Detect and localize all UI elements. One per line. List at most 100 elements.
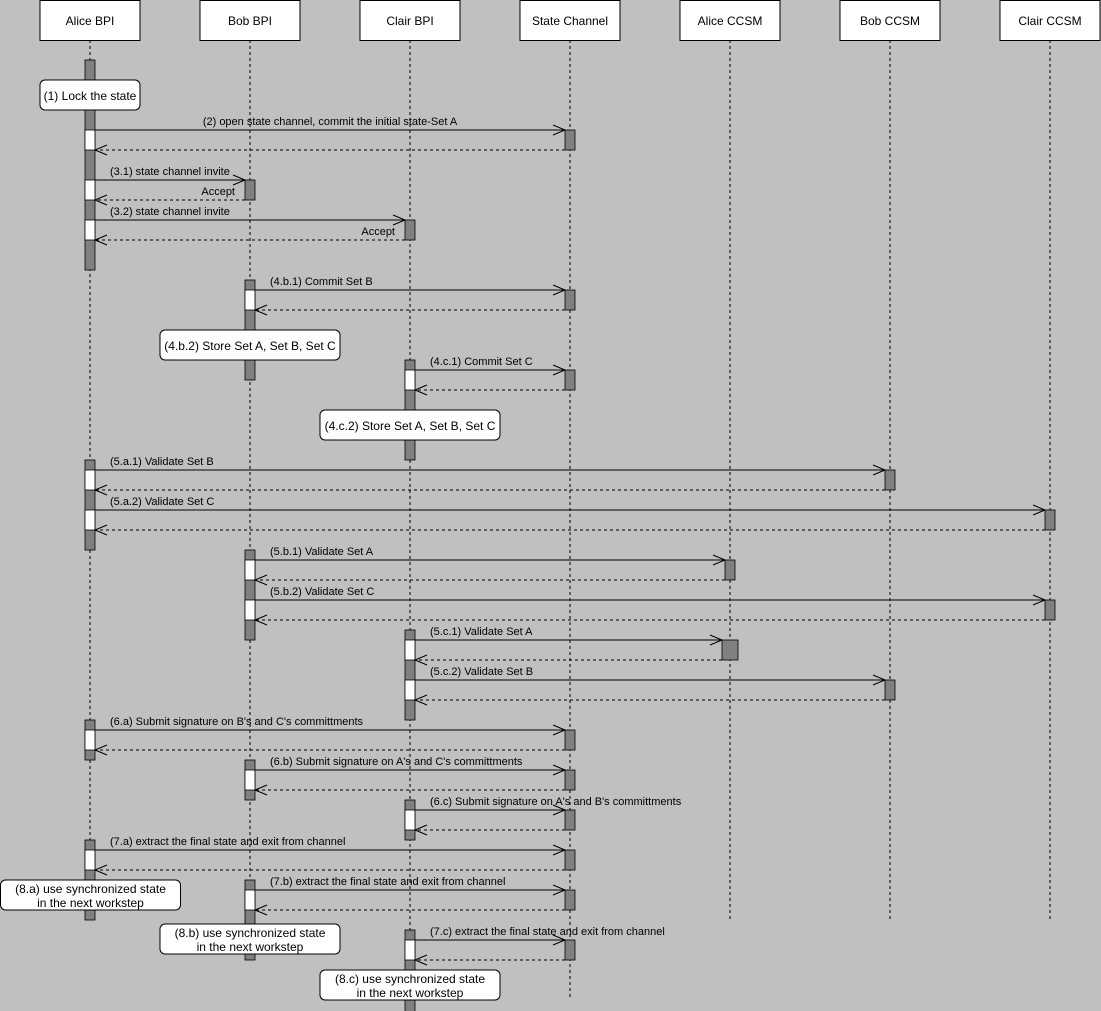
return-label: Accept xyxy=(361,226,395,238)
message: (2) open state channel, commit the initi… xyxy=(93,116,576,156)
message: (5.a.2) Validate Set C xyxy=(93,496,1056,536)
target-activation-bar xyxy=(564,809,576,831)
participant-box xyxy=(199,0,301,41)
note: (1) Lock the state xyxy=(39,79,141,111)
participant-label: Alice BPI xyxy=(66,14,115,28)
message-label: (5.c.2) Validate Set B xyxy=(430,666,533,678)
target-activation-bar xyxy=(721,639,739,661)
note-box xyxy=(39,79,141,111)
activation-bar-segment xyxy=(84,849,96,871)
activation-bar-segment xyxy=(404,639,416,661)
participant-box xyxy=(359,0,461,41)
target-activation-bar xyxy=(1044,509,1056,531)
message: (5.c.2) Validate Set B xyxy=(413,666,896,706)
note-box xyxy=(319,409,501,441)
target-activation-bar xyxy=(564,369,576,391)
message-label: (7.a) extract the final state and exit f… xyxy=(110,836,345,848)
participant-box xyxy=(679,0,781,41)
return-label: Accept xyxy=(201,186,235,198)
message-label: (5.c.1) Validate Set A xyxy=(430,626,533,638)
target-activation-bar xyxy=(404,219,416,241)
arrowhead-icon xyxy=(1032,504,1047,516)
target-activation-bar xyxy=(564,289,576,311)
note-text: in the next workstep xyxy=(197,940,304,954)
activation-bar-segment xyxy=(404,679,416,701)
return-arrowhead-icon xyxy=(413,824,428,836)
message-label: (7.c) extract the final state and exit f… xyxy=(430,926,665,938)
activation-bar xyxy=(244,879,256,961)
message-label: (5.a.2) Validate Set C xyxy=(110,496,214,508)
target-activation-bar xyxy=(884,679,896,701)
activation-bar-segment xyxy=(84,729,96,751)
participant-label: State Channel xyxy=(532,14,608,28)
message-label: (7.b) extract the final state and exit f… xyxy=(270,876,505,888)
participant-label: Bob CCSM xyxy=(860,14,920,28)
activation-bar-segment xyxy=(84,129,96,151)
return-arrowhead-icon xyxy=(253,574,268,586)
arrowhead-icon xyxy=(392,214,407,226)
note-box xyxy=(159,923,341,955)
arrowhead-icon xyxy=(552,804,567,816)
return-arrowhead-icon xyxy=(253,904,268,916)
participant-label: Alice CCSM xyxy=(698,14,763,28)
activation-bar-segment xyxy=(244,889,256,911)
target-activation-bar xyxy=(244,179,256,201)
note-text: (4.b.2) Store Set A, Set B, Set C xyxy=(164,339,336,353)
arrowhead-icon xyxy=(1032,594,1047,606)
target-activation-bar xyxy=(564,729,576,751)
return-arrowhead-icon xyxy=(253,304,268,316)
activation-bar-segment xyxy=(404,369,416,391)
activation-bar-segment xyxy=(244,559,256,581)
message-label: (6.a) Submit signature on B's and C's co… xyxy=(110,716,364,728)
participant-alice_bpi: Alice BPI xyxy=(39,0,141,41)
activation-bar-segment xyxy=(244,599,256,621)
message: (5.c.1) Validate Set A xyxy=(413,626,739,666)
arrowhead-icon xyxy=(552,124,567,136)
message: (5.a.1) Validate Set B xyxy=(93,456,896,496)
message-label: (3.2) state channel invite xyxy=(110,206,230,218)
return-arrowhead-icon xyxy=(413,654,428,666)
return-arrowhead-icon xyxy=(93,864,108,876)
message: (5.b.2) Validate Set C xyxy=(253,586,1056,626)
participant-alice_ccsm: Alice CCSM xyxy=(679,0,781,41)
message: (6.a) Submit signature on B's and C's co… xyxy=(93,716,576,756)
activation-bar xyxy=(84,59,96,271)
message: (7.c) extract the final state and exit f… xyxy=(413,926,665,966)
participant-label: Clair CCSM xyxy=(1018,14,1081,28)
message: (4.c.1) Commit Set C xyxy=(413,356,576,396)
activation-bar-segment xyxy=(244,769,256,791)
note-text: (8.a) use synchronized state xyxy=(15,882,166,896)
arrowhead-icon xyxy=(872,464,887,476)
participant-label: Clair BPI xyxy=(386,14,433,28)
return-arrowhead-icon xyxy=(93,484,108,496)
activation-bar-segment xyxy=(244,289,256,311)
arrowhead-icon xyxy=(552,284,567,296)
arrowhead-icon xyxy=(552,724,567,736)
return-arrowhead-icon xyxy=(413,694,428,706)
note-box xyxy=(159,329,341,361)
arrowhead-icon xyxy=(552,884,567,896)
arrowhead-icon xyxy=(232,174,247,186)
participant-bob_ccsm: Bob CCSM xyxy=(839,0,941,41)
participant-clair_ccsm: Clair CCSM xyxy=(999,0,1101,41)
target-activation-bar xyxy=(564,129,576,151)
activation-bar-segment xyxy=(84,469,96,491)
return-arrowhead-icon xyxy=(93,744,108,756)
note: (4.b.2) Store Set A, Set B, Set C xyxy=(159,329,341,361)
arrowhead-icon xyxy=(552,844,567,856)
note-text: (1) Lock the state xyxy=(44,89,137,103)
target-activation-bar xyxy=(564,889,576,911)
note-box xyxy=(0,879,181,911)
message: (6.b) Submit signature on A's and C's co… xyxy=(253,756,576,796)
message-label: (2) open state channel, commit the initi… xyxy=(203,116,458,128)
return-arrowhead-icon xyxy=(253,784,268,796)
participant-box xyxy=(39,0,141,41)
message-label: (6.b) Submit signature on A's and C's co… xyxy=(270,756,523,768)
participant-box xyxy=(519,0,621,41)
note-text: (8.b) use synchronized state xyxy=(175,926,326,940)
note: (4.c.2) Store Set A, Set B, Set C xyxy=(319,409,501,441)
target-activation-bar xyxy=(564,939,576,961)
